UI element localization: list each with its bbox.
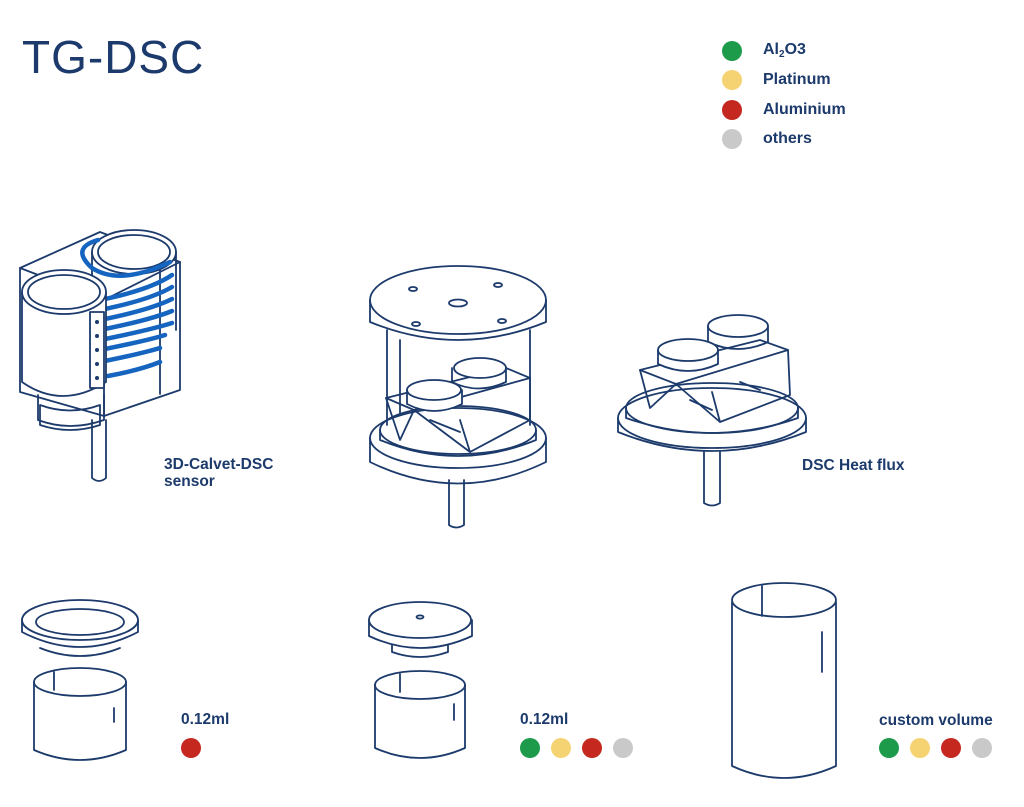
green-dot-icon [520,738,540,758]
legend-label: Platinum [763,71,831,89]
gray-dot-icon [722,129,742,150]
crucible-1-materials [181,738,201,758]
crucible-3-illustration [731,582,837,779]
red-dot-icon [582,738,602,758]
green-dot-icon [879,738,899,758]
red-dot-icon [181,738,201,758]
red-dot-icon [941,738,961,758]
gray-dot-icon [613,738,633,758]
calvet-sensor-label: 3D-Calvet-DSC sensor [164,456,273,490]
crucible-3-volume: custom volume [879,712,993,729]
page-title: TG-DSC [22,31,205,83]
legend-label: others [763,130,812,148]
legend: Al2O3 Platinum Aluminium others [722,36,846,154]
heat-flux-sensor-illustration [617,314,807,507]
legend-item-others: others [722,125,846,155]
crucible-1-illustration [21,599,139,761]
yellow-dot-icon [551,738,571,758]
crucible-2-illustration [368,601,473,759]
covered-dsc-sensor-illustration [369,265,547,529]
crucible-1-volume: 0.12ml [181,711,230,728]
green-dot-icon [722,40,742,61]
calvet-label-line1: 3D-Calvet-DSC [164,456,274,473]
crucible-2-volume: 0.12ml [520,711,569,728]
heat-flux-label: DSC Heat flux [802,457,905,474]
legend-item-aluminium: Aluminium [722,95,846,125]
legend-item-platinum: Platinum [722,66,846,96]
legend-item-al2o3: Al2O3 [722,36,846,66]
crucible-2-materials [520,738,633,758]
yellow-dot-icon [910,738,930,758]
legend-label: Aluminium [763,100,846,118]
yellow-dot-icon [722,70,742,91]
red-dot-icon [722,99,742,120]
legend-label: Al2O3 [763,41,806,61]
calvet-label-line2: sensor [164,473,215,490]
gray-dot-icon [972,738,992,758]
calvet-sensor-illustration [19,229,181,482]
crucible-3-materials [879,738,992,758]
